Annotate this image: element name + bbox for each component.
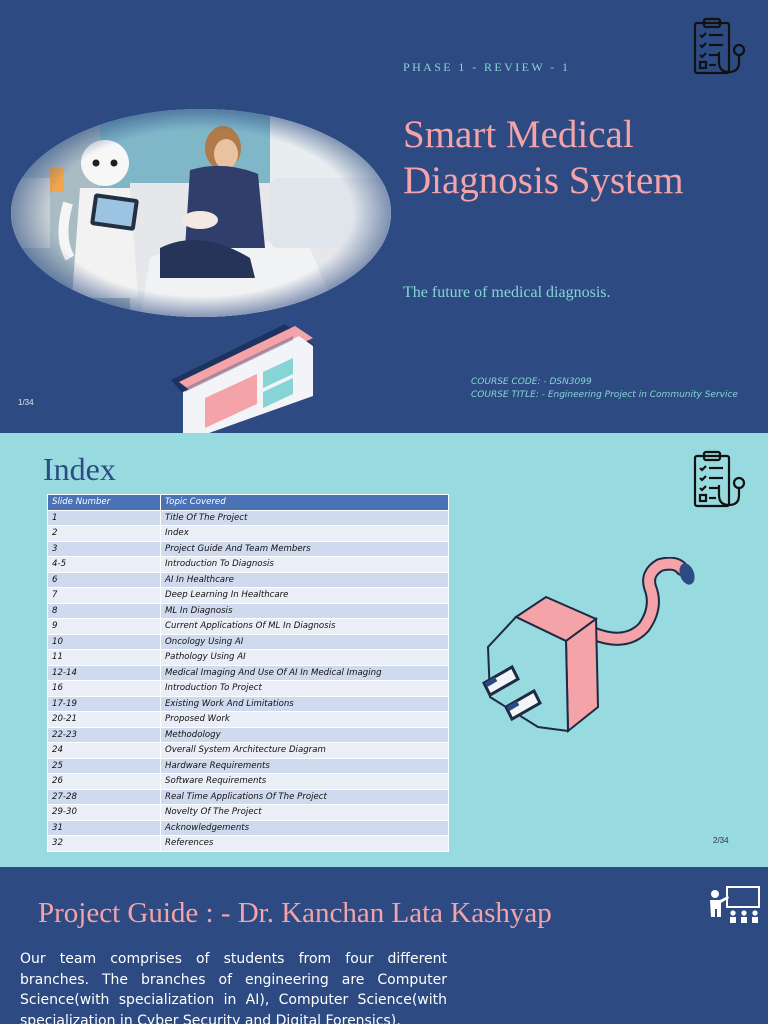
topic-cell: References: [160, 835, 449, 852]
presentation-subtitle: The future of medical diagnosis.: [403, 284, 611, 301]
topic-cell: Novelty Of The Project: [160, 804, 449, 821]
topic-cell: Existing Work And Limitations: [160, 695, 449, 712]
topic-cell: Project Guide And Team Members: [160, 540, 449, 557]
topic-cell: Pathology Using AI: [160, 649, 449, 666]
column-header: Slide Number: [47, 494, 161, 511]
topic-cell: Overall System Architecture Diagram: [160, 742, 449, 759]
power-plug-icon: [482, 557, 695, 734]
slide-number-cell: 31: [47, 819, 161, 836]
slide-number: 1/34: [18, 398, 34, 407]
project-guide-slide: Project Guide : - Dr. Kanchan Lata Kashy…: [0, 867, 768, 1024]
topic-cell: AI In Healthcare: [160, 571, 449, 588]
topic-cell: Introduction To Project: [160, 680, 449, 697]
topic-cell: Proposed Work: [160, 711, 449, 728]
robot-hospital-photo: [11, 109, 391, 317]
slide-number-cell: 24: [47, 742, 161, 759]
topic-cell: Acknowledgements: [160, 819, 449, 836]
slide-number-cell: 27-28: [47, 788, 161, 805]
medical-clipboard-stethoscope-icon: [693, 450, 746, 508]
table-header-row: Slide Number Topic Covered: [47, 494, 449, 511]
course-code: COURSE CODE: - DSN3099: [471, 377, 592, 387]
topic-cell: Deep Learning In Healthcare: [160, 587, 449, 604]
slide-number-cell: 3: [47, 540, 161, 557]
slide-number-cell: 26: [47, 773, 161, 790]
slide-number-cell: 25: [47, 757, 161, 774]
presentation-title: Smart Medical Diagnosis System: [403, 113, 684, 202]
slide-number: 2/34: [713, 836, 729, 845]
browser-window-icon: [171, 324, 315, 433]
project-guide-heading: Project Guide : - Dr. Kanchan Lata Kashy…: [38, 897, 552, 929]
slide-number-cell: 32: [47, 835, 161, 852]
medical-clipboard-stethoscope-icon: [693, 17, 746, 75]
slide-number-cell: 20-21: [47, 711, 161, 728]
index-heading: Index: [43, 451, 116, 487]
topic-cell: Hardware Requirements: [160, 757, 449, 774]
teacher-classroom-icon: [710, 886, 760, 923]
slide-number-cell: 17-19: [47, 695, 161, 712]
slide-number-cell: 10: [47, 633, 161, 650]
slide-number-cell: 7: [47, 587, 161, 604]
topic-cell: Current Applications Of ML In Diagnosis: [160, 618, 449, 635]
topic-cell: ML In Diagnosis: [160, 602, 449, 619]
column-header: Topic Covered: [160, 494, 449, 511]
slide-number-cell: 1: [47, 509, 161, 526]
review-phase-label: PHASE 1 - REVIEW - 1: [403, 60, 571, 74]
topic-cell: Software Requirements: [160, 773, 449, 790]
topic-cell: Index: [160, 525, 449, 542]
slide-number-cell: 2: [47, 525, 161, 542]
title-slide: PHASE 1 - REVIEW - 1 Smart Medical Diagn…: [0, 0, 768, 433]
topic-cell: Real Time Applications Of The Project: [160, 788, 449, 805]
team-description: Our team comprises of students from four…: [20, 951, 447, 1024]
topic-cell: Introduction To Diagnosis: [160, 556, 449, 573]
slide-number-cell: 9: [47, 618, 161, 635]
course-title: COURSE TITLE: - Engineering Project in C…: [471, 390, 738, 400]
slide-number-cell: 29-30: [47, 804, 161, 821]
topic-cell: Methodology: [160, 726, 449, 743]
slide-number-cell: 4-5: [47, 556, 161, 573]
slide-number-cell: 22-23: [47, 726, 161, 743]
topic-cell: Title Of The Project: [160, 509, 449, 526]
slide-number-cell: 8: [47, 602, 161, 619]
slide-number-cell: 12-14: [47, 664, 161, 681]
topic-cell: Medical Imaging And Use Of AI In Medical…: [160, 664, 449, 681]
topic-cell: Oncology Using AI: [160, 633, 449, 650]
slide-number-cell: 6: [47, 571, 161, 588]
course-info: COURSE CODE: - DSN3099 COURSE TITLE: - E…: [471, 376, 738, 402]
slide-number-cell: 11: [47, 649, 161, 666]
slide-number-cell: 16: [47, 680, 161, 697]
